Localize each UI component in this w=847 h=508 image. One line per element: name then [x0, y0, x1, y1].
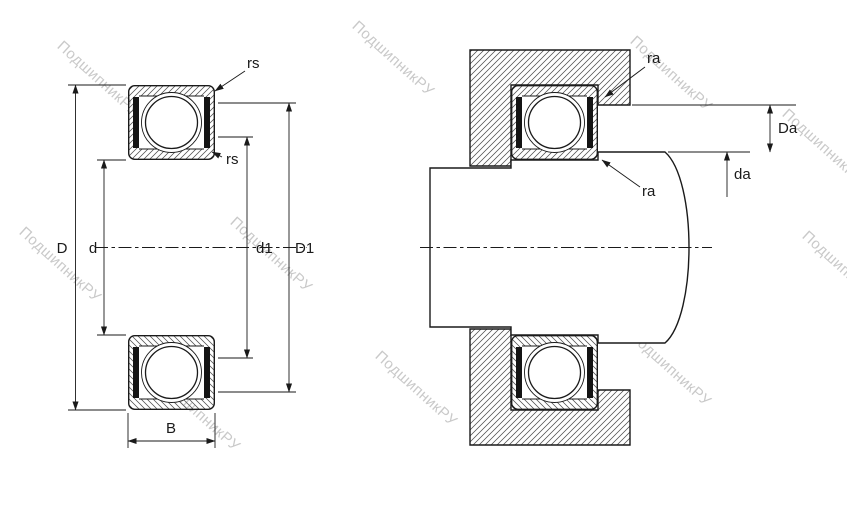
label-d1: d1 — [256, 240, 273, 257]
ext-lines-D1 — [218, 102, 296, 393]
label-d: d — [89, 240, 97, 257]
leader-rs-outer — [214, 70, 246, 92]
label-da: da — [734, 166, 751, 183]
leader-rs-inner — [211, 151, 223, 159]
label-D: D — [57, 240, 68, 257]
housing-section-bottom — [469, 328, 631, 446]
label-ra-housing: ra — [647, 50, 661, 67]
mounted-view: ra ra Da da — [420, 49, 798, 446]
bearing-section-mounted-top — [511, 84, 598, 160]
bearing-section-top — [127, 84, 215, 160]
section-view: D d d1 D1 B rs rs — [57, 55, 314, 448]
leader-ra-housing — [604, 66, 646, 98]
label-rs-inner: rs — [226, 151, 239, 168]
shaft — [429, 151, 690, 344]
bearing-section-bottom — [127, 335, 215, 410]
housing-section-top — [469, 49, 631, 167]
label-D1: D1 — [295, 240, 314, 257]
label-rs-outer: rs — [247, 55, 260, 72]
label-ra-shaft: ra — [642, 183, 656, 200]
label-Da: Da — [778, 120, 798, 137]
label-B: B — [166, 420, 176, 437]
bearing-section-mounted-bottom — [511, 335, 598, 410]
leader-ra-shaft — [601, 159, 641, 188]
